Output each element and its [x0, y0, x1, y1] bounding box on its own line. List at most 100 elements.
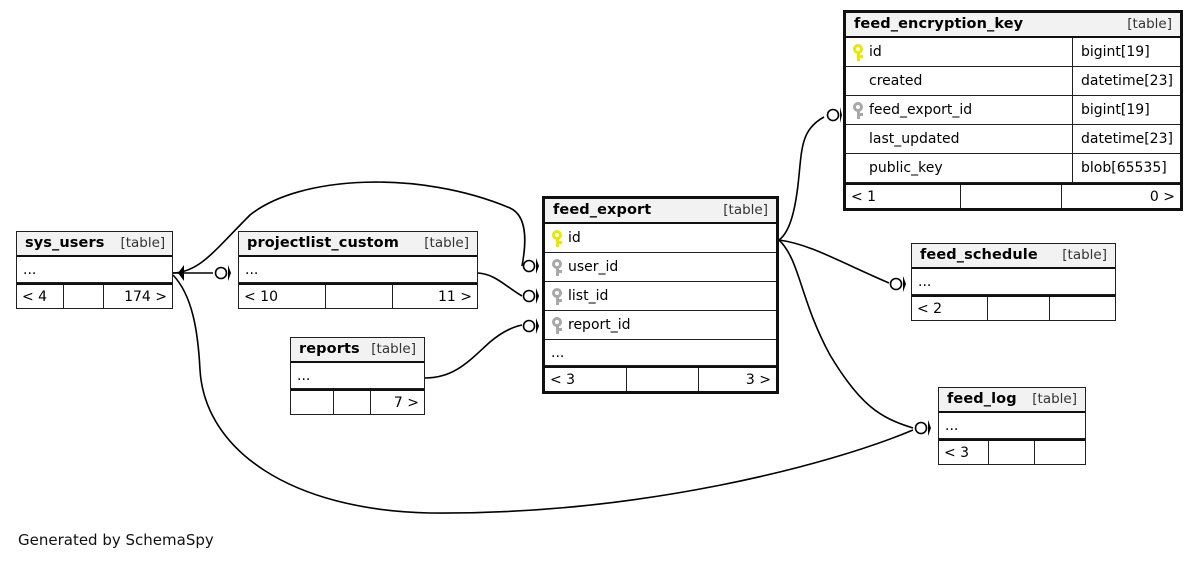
footer-child-count: [1035, 441, 1085, 464]
edge-endpoint-zero-feed-encryption-key: [826, 108, 840, 122]
column-name: last_updated: [869, 131, 960, 147]
footer-middle: [988, 297, 1050, 320]
crowsfoot-feed-schedule: [903, 276, 906, 292]
crowsfoot-sys-users: [178, 265, 184, 281]
column-name: public_key: [869, 160, 943, 176]
table-feed-export[interactable]: feed_export [table] id user_id list_id: [542, 196, 779, 394]
table-feed-encryption-key[interactable]: feed_encryption_key [table] id bigint[19…: [843, 10, 1183, 211]
table-row[interactable]: list_id: [545, 282, 776, 311]
table-feed-log[interactable]: feed_log [table] ... < 3: [938, 387, 1086, 465]
table-tag: [table]: [371, 341, 416, 357]
footer-parent-count: < 3: [939, 441, 989, 464]
table-footer: 7 >: [291, 389, 424, 414]
table-footer: < 10 11 >: [239, 283, 477, 308]
edge-endpoint-zero-projectlist-custom: [214, 266, 228, 280]
edge-endpoint-zero-feed-schedule: [889, 277, 903, 291]
footer-child-count: 11 >: [438, 288, 472, 305]
table-row[interactable]: id: [545, 224, 776, 253]
column-name: user_id: [568, 259, 619, 275]
table-footer: < 3: [939, 439, 1085, 464]
table-row-more[interactable]: ...: [939, 413, 1085, 439]
table-title: feed_schedule: [920, 247, 1038, 263]
table-row[interactable]: last_updated datetime[23]: [846, 125, 1180, 154]
footer-child-count: [1050, 297, 1115, 320]
table-header: feed_log [table]: [939, 388, 1085, 413]
table-row[interactable]: report_id: [545, 311, 776, 340]
table-footer: < 4 174 >: [17, 283, 172, 308]
footer-middle: [627, 368, 699, 391]
edge-feed-export-to-feed-schedule: [778, 239, 890, 284]
table-tag: [table]: [1062, 247, 1107, 263]
table-row-more[interactable]: ...: [17, 257, 172, 283]
foreign-key-icon: [551, 287, 563, 305]
column-type: datetime[23]: [1072, 67, 1180, 95]
table-reports[interactable]: reports [table] ... 7 >: [290, 337, 425, 415]
table-tag: [table]: [723, 202, 768, 218]
table-title: feed_export: [553, 202, 652, 218]
edge-feed-export-to-feed-log: [778, 239, 914, 429]
table-row[interactable]: user_id: [545, 253, 776, 282]
table-footer: < 3 3 >: [545, 366, 776, 391]
table-title: sys_users: [25, 235, 105, 251]
table-row[interactable]: created datetime[23]: [846, 67, 1180, 96]
crowsfoot-feed-encryption-key: [840, 107, 842, 123]
column-name: created: [869, 73, 923, 89]
more-columns-ellipsis: ...: [945, 417, 959, 434]
table-footer: < 1 0 >: [846, 183, 1180, 208]
footer-middle: [64, 285, 104, 308]
footer-parent-count: < 10: [239, 285, 326, 308]
foreign-key-icon: [551, 316, 563, 334]
foreign-key-icon: [551, 258, 563, 276]
footer-middle: [334, 391, 371, 414]
primary-key-icon: [551, 229, 563, 247]
table-row[interactable]: feed_export_id bigint[19]: [846, 96, 1180, 125]
edge-endpoint-zero-feed-export-list: [522, 289, 536, 303]
table-tag: [table]: [1032, 391, 1077, 407]
column-name: report_id: [568, 317, 631, 333]
footer-child-count: 0 >: [1149, 188, 1175, 205]
column-name: id: [869, 44, 882, 60]
table-row-more[interactable]: ...: [239, 257, 477, 283]
column-type: blob[65535]: [1072, 154, 1180, 182]
table-title: reports: [299, 341, 360, 357]
edge-endpoint-zero-feed-export-report: [522, 319, 536, 333]
primary-key-icon: [852, 43, 864, 61]
footer-middle: [989, 441, 1035, 464]
crowsfoot-feed-export-user: [536, 258, 539, 274]
table-row[interactable]: public_key blob[65535]: [846, 154, 1180, 183]
diagram-caption: Generated by SchemaSpy: [18, 531, 214, 549]
table-row[interactable]: id bigint[19]: [846, 38, 1180, 67]
column-type: bigint[19]: [1072, 96, 1180, 124]
table-header: sys_users [table]: [17, 232, 172, 257]
more-columns-ellipsis: ...: [23, 261, 37, 278]
table-feed-schedule[interactable]: feed_schedule [table] ... < 2: [911, 243, 1116, 321]
table-row-more[interactable]: ...: [545, 340, 776, 366]
footer-parent-count: < 1: [846, 185, 961, 208]
table-header: feed_encryption_key [table]: [846, 13, 1180, 38]
crowsfoot-projectlist-custom: [228, 265, 231, 281]
column-type: bigint[19]: [1072, 38, 1180, 66]
column-name: list_id: [568, 288, 609, 304]
footer-parent-count: < 3: [545, 368, 627, 391]
table-projectlist-custom[interactable]: projectlist_custom [table] ... < 10 11 >: [238, 231, 478, 309]
table-tag: [table]: [424, 235, 469, 251]
crowsfoot-feed-export-report: [536, 318, 539, 334]
footer-parent-count: [291, 391, 334, 414]
table-header: feed_schedule [table]: [912, 244, 1115, 269]
footer-child-count: 174 >: [124, 288, 167, 305]
table-row-more[interactable]: ...: [912, 269, 1115, 295]
footer-middle: [326, 285, 393, 308]
table-title: projectlist_custom: [247, 235, 399, 251]
edge-endpoint-zero-feed-export-user: [522, 259, 536, 273]
edge-projectlist-custom-to-feed-export: [477, 272, 523, 297]
table-sys-users[interactable]: sys_users [table] ... < 4 174 >: [16, 231, 173, 309]
foreign-key-icon: [852, 101, 864, 119]
more-columns-ellipsis: ...: [918, 273, 932, 290]
table-footer: < 2: [912, 295, 1115, 320]
footer-middle: [961, 185, 1062, 208]
table-header: reports [table]: [291, 338, 424, 363]
crowsfoot-feed-log: [928, 420, 931, 436]
table-row-more[interactable]: ...: [291, 363, 424, 389]
table-title: feed_encryption_key: [854, 16, 1024, 32]
